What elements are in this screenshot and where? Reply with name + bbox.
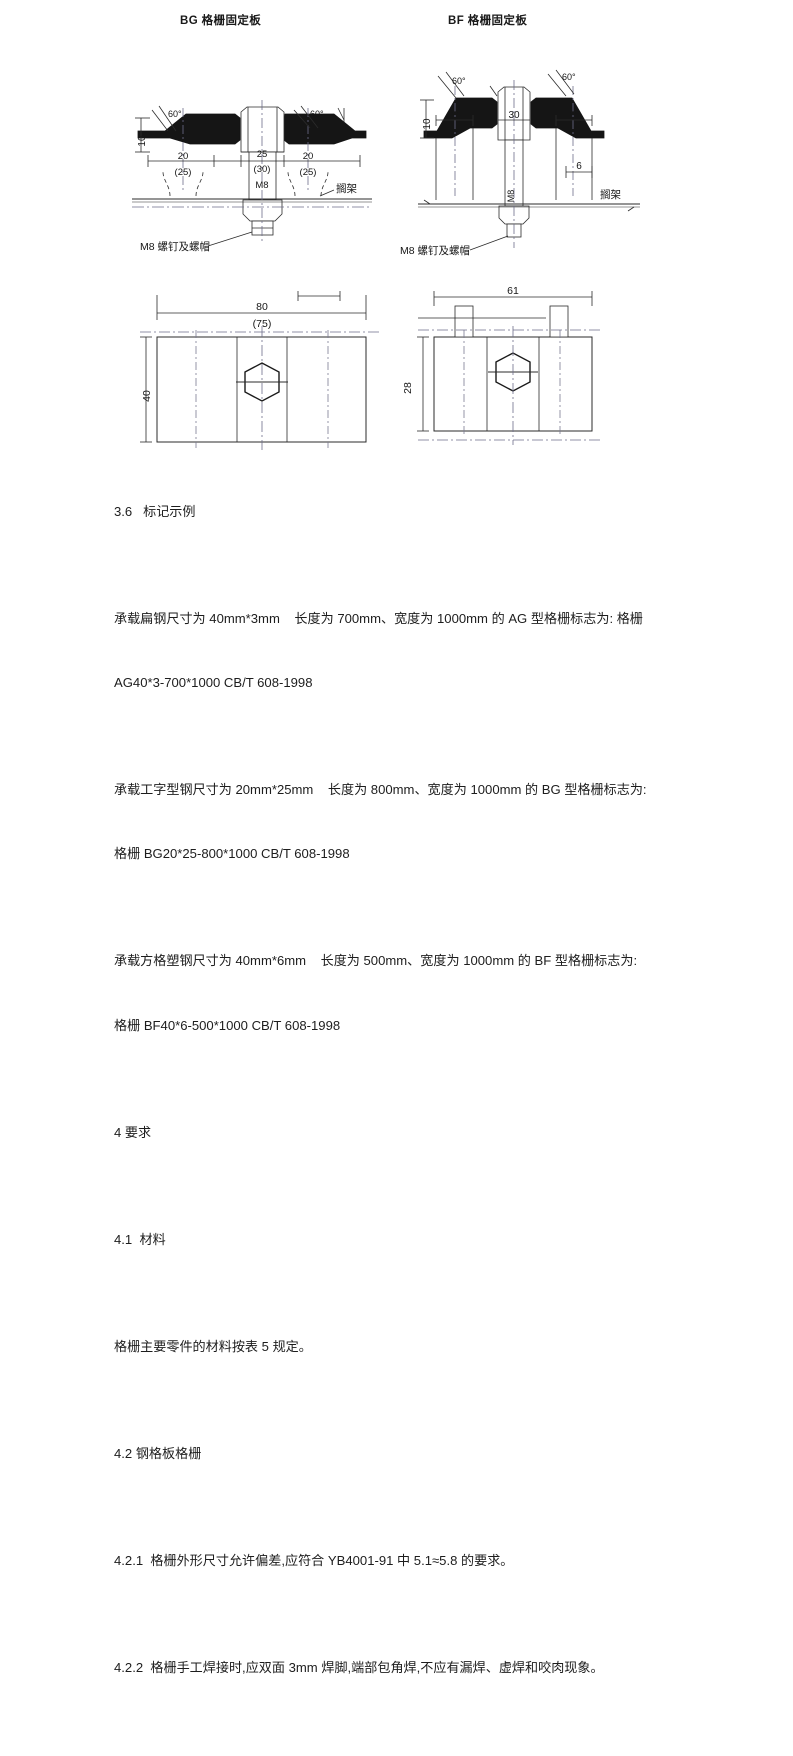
bg-center-dim-alt: (30) [254, 164, 271, 175]
clause-4-2-heading: 4.2 钢格板格栅 [114, 1445, 202, 1461]
bg-height-label: 10 [137, 135, 148, 147]
specification-text: 3.6 标记示例 承载扁钢尺寸为 40mm*3mm 长度为 700mm、宽度为 … [114, 458, 714, 1756]
clause-4-heading: 4 要求 [114, 1124, 152, 1140]
document-page: BG 格栅固定板 BF 格栅固定板 [0, 0, 793, 1675]
clause-3-6-bf: 承载方格塑钢尺寸为 40mm*6mm 长度为 500mm、宽度为 1000mm … [114, 953, 638, 1033]
clause-4-2-2: 4.2.2 格栅手工焊接时,应双面 3mm 焊脚,端部包角焊,不应有漏焊、虚焊和… [114, 1659, 604, 1675]
bg-bolt-note: M8 螺钉及螺帽 [140, 240, 210, 253]
engineering-drawings-svg: 10 20 (25) 25 (30) 20 (25) M8 60° 60° 搁架… [132, 69, 640, 450]
bf-right-dim: 8 [570, 110, 576, 121]
clause-3-6-heading: 3.6 标记示例 [114, 503, 196, 519]
bg-shelf-label: 搁架 [336, 182, 357, 195]
bg-plan-width: 80 [256, 301, 268, 313]
bg-plan-width-alt: (75) [253, 318, 272, 330]
clause-4-1-body: 格栅主要零件的材料按表 5 规定。 [114, 1338, 312, 1354]
bf-angle-left: 60° [452, 76, 466, 86]
bg-drawing-title: BG 格栅固定板 [180, 15, 262, 27]
clause-4-1-heading: 4.1 材料 [114, 1231, 166, 1247]
clause-4-2-1: 4.2.1 格栅外形尺寸允许偏差,应符合 YB4001-91 中 5.1≈5.8… [114, 1552, 514, 1568]
bf-bolt-label: M8 [506, 190, 516, 203]
bf-height-label: 10 [422, 118, 433, 130]
bg-center-dim: 25 [257, 149, 268, 160]
bg-left-dim-alt: (25) [175, 167, 192, 178]
bg-angle-right: 60° [310, 109, 324, 119]
clause-3-6-ag: 承载扁钢尺寸为 40mm*3mm 长度为 700mm、宽度为 1000mm 的 … [114, 610, 643, 691]
bf-plan-width: 61 [507, 285, 519, 297]
bg-plan-height: 40 [141, 390, 153, 402]
bf-plan-height: 28 [402, 382, 414, 394]
clause-4-2-3: 4.2.3 格栅装焊后,应校正平直。 [114, 1721, 714, 1756]
bg-left-dim: 20 [178, 151, 189, 162]
bf-lower-right-dim: 6 [576, 161, 582, 172]
bg-angle-left: 60° [168, 109, 182, 119]
bf-center-dim: 30 [508, 110, 520, 121]
bf-drawing-title: BF 格栅固定板 [448, 15, 528, 27]
clause-3-6-bg: 承载工字型钢尺寸为 20mm*25mm 长度为 800mm、宽度为 1000mm… [114, 782, 647, 862]
drawing-area: BG 格栅固定板 BF 格栅固定板 [0, 0, 793, 450]
bf-shelf-label: 搁架 [600, 188, 621, 201]
bg-right-dim-alt: (25) [300, 167, 317, 178]
bf-left-dim: 8 [452, 110, 458, 121]
bf-angle-right: 60° [562, 72, 576, 82]
bg-right-dim: 20 [303, 151, 314, 162]
bf-bolt-note: M8 螺钉及螺帽 [400, 244, 470, 257]
bg-bolt-label: M8 [255, 180, 268, 191]
